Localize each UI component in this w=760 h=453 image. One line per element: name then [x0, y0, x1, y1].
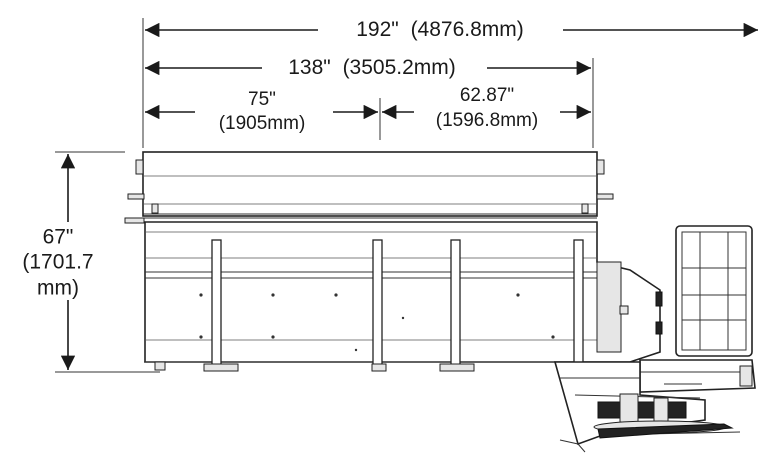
side-tab: [135, 159, 144, 175]
spinner-motor: [597, 401, 687, 419]
side-post: [573, 239, 584, 367]
side-tab: [596, 159, 605, 175]
side-post: [450, 239, 461, 367]
rear-section-imperial: 62.87": [460, 85, 514, 106]
overall-length-metric: (4876.8mm): [411, 18, 524, 41]
body-length-metric: (3505.2mm): [343, 56, 456, 79]
overall-length-dimension: 192" (4876.8mm): [145, 18, 758, 41]
side-tab: [127, 193, 145, 200]
height-imperial: 67": [43, 226, 74, 249]
rear-section-metric: (1596.8mm): [436, 110, 538, 131]
platform-deck: [639, 359, 756, 393]
overall-length-imperial: 192": [356, 18, 399, 41]
rear-section-dimension: 62.87" (1596.8mm): [382, 85, 591, 131]
spreader-body: [124, 151, 663, 372]
svg-text:138" (3505.2mm): 138" (3505.2mm): [288, 56, 456, 79]
front-section-imperial: 75": [248, 89, 276, 110]
height-metric-line1: (1701.7: [22, 251, 93, 274]
spinner-assembly: [553, 361, 741, 453]
body-length-dimension: 138" (3505.2mm): [145, 56, 591, 79]
side-post: [372, 239, 383, 367]
side-tab: [124, 217, 145, 224]
ladder-frame: [675, 225, 753, 357]
rear-ladder-platform: [639, 225, 756, 393]
svg-text:192" (4876.8mm): 192" (4876.8mm): [356, 18, 524, 41]
front-section-metric: (1905mm): [219, 113, 306, 134]
side-post: [211, 239, 222, 367]
height-dimension: 67" (1701.7 mm): [22, 151, 160, 373]
hopper-top-panel: [142, 151, 598, 217]
front-section-dimension: 75" (1905mm): [145, 89, 378, 134]
side-tab: [596, 193, 614, 200]
height-metric-line2: mm): [37, 277, 79, 300]
body-length-imperial: 138": [288, 56, 331, 79]
